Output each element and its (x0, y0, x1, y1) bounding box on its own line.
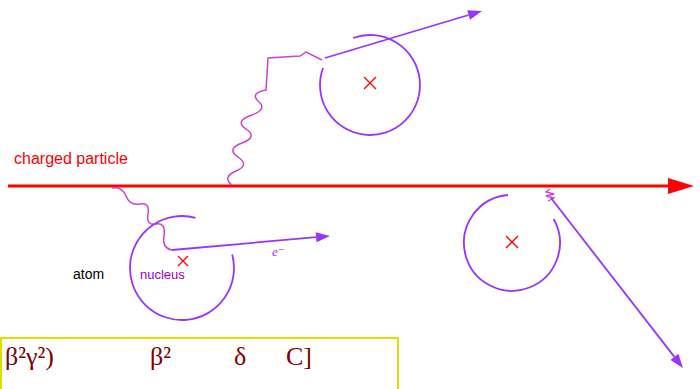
formula-term: C] (286, 342, 312, 372)
particle-label: charged particle (14, 150, 128, 168)
nucleus-cross (364, 77, 376, 89)
nucleus-label: nucleus (140, 268, 185, 283)
particle-arrowhead (668, 178, 694, 194)
nucleus-cross (178, 256, 188, 266)
electron-arrowhead (671, 354, 684, 368)
formula-term: δ (234, 342, 246, 372)
nucleus-cross (506, 236, 518, 248)
atom-node: atomnucleus (128, 214, 236, 322)
formula-term: β²γ²) (5, 342, 54, 372)
photon-wave (228, 52, 322, 185)
electron-arrowhead (316, 232, 330, 242)
electron-track (325, 15, 469, 58)
formula-box (1, 338, 398, 389)
electron-orbit (320, 35, 420, 135)
electron-track (172, 237, 316, 250)
electron-label: e⁻ (272, 245, 285, 260)
formula-term: β² (150, 342, 171, 372)
electron-orbit (464, 195, 560, 291)
particle-track (8, 185, 670, 188)
electron-arrowhead (467, 10, 482, 20)
electron-track (551, 198, 674, 357)
atom-label: atom (73, 266, 104, 282)
electron-orbit (130, 216, 234, 320)
